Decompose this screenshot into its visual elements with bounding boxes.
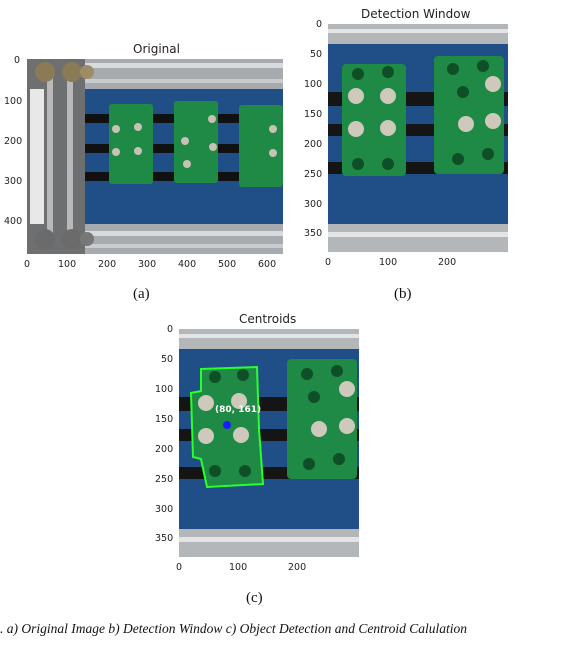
tick-label: 300 [4,176,23,187]
panel-c-title: Centroids [239,312,297,326]
figure-caption: . a) Original Image b) Detection Window … [0,621,468,636]
tick-label: 0 [167,324,174,335]
tick-label: 250 [304,169,323,180]
tick-label: 0 [14,55,21,66]
tick-label: 350 [155,533,174,544]
centroid-label: (80, 161) [215,405,262,415]
tick-label: 0 [316,19,323,30]
tick-label: 200 [288,562,307,573]
tick-label: 200 [438,257,457,268]
tick-label: 150 [155,414,174,425]
tick-label: 600 [258,259,277,270]
tick-label: 300 [138,259,157,270]
panel-c-label: (c) [246,590,263,606]
tick-label: 100 [379,257,398,268]
tick-label: 0 [325,257,332,268]
panel-c-image [179,329,359,557]
panel-b-title: Detection Window [361,7,471,21]
tick-label: 0 [24,259,31,270]
panel-b-label: (b) [394,286,412,302]
object-contour [189,365,265,489]
tick-label: 100 [155,384,174,395]
tick-label: 100 [229,562,248,573]
tick-label: 100 [304,79,323,90]
tick-label: 350 [304,228,323,239]
tick-label: 300 [304,199,323,210]
panel-a-image [27,59,283,254]
tick-label: 500 [218,259,237,270]
tick-label: 300 [155,504,174,515]
tick-label: 200 [304,139,323,150]
panel-a-label: (a) [133,286,150,302]
tick-label: 50 [161,354,174,365]
tick-label: 200 [98,259,117,270]
panel-a-title: Original [133,42,180,56]
tick-label: 400 [178,259,197,270]
panel-b-image [328,24,508,252]
centroid-marker [223,421,231,429]
tick-label: 100 [58,259,77,270]
tick-label: 150 [304,109,323,120]
tick-label: 200 [155,444,174,455]
tick-label: 50 [310,49,323,60]
tick-label: 100 [4,96,23,107]
tick-label: 200 [4,136,23,147]
tick-label: 0 [176,562,183,573]
tick-label: 400 [4,216,23,227]
tick-label: 250 [155,474,174,485]
